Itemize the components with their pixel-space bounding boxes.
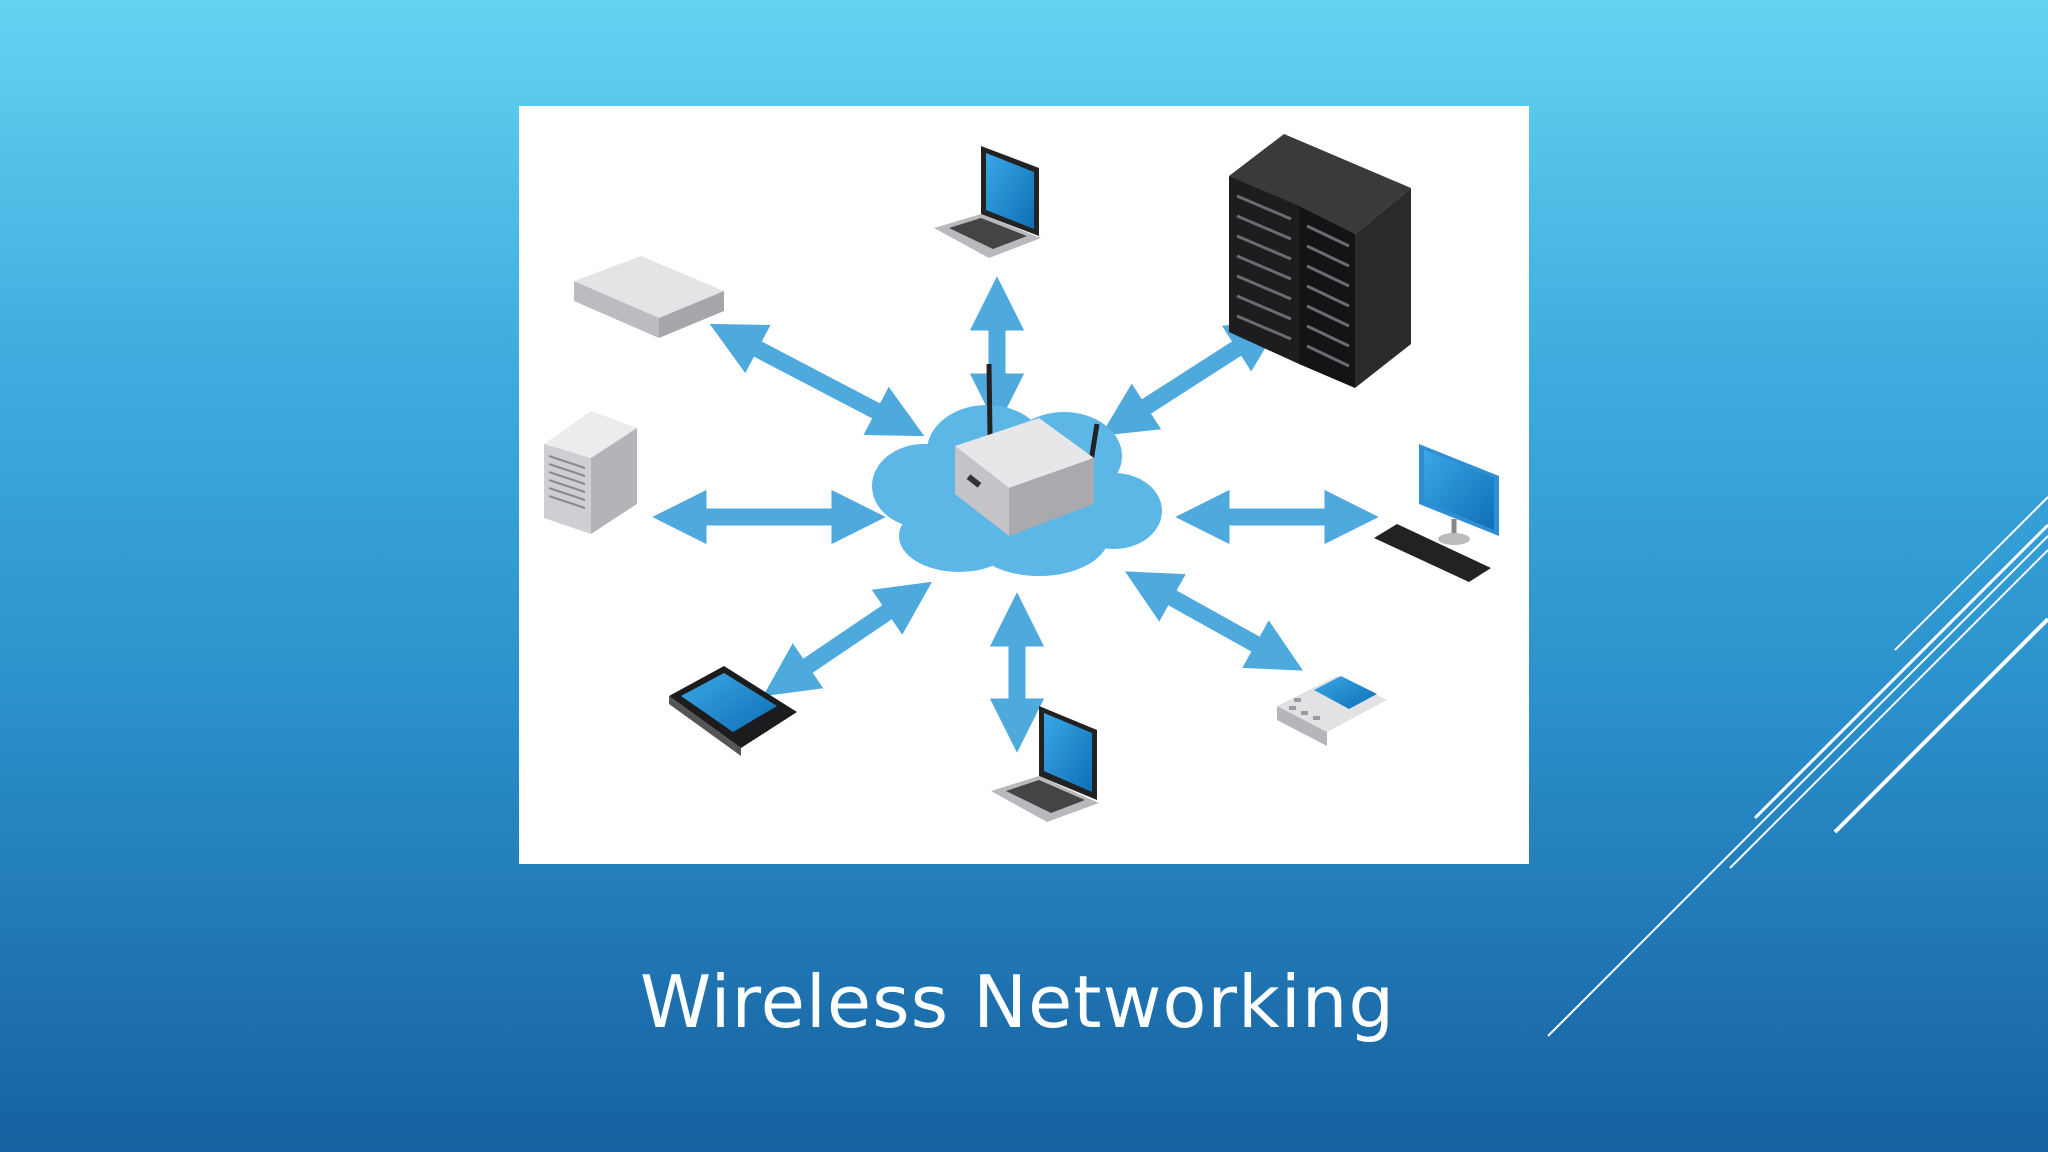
desktop-computer-icon	[1374, 444, 1499, 582]
tablet-icon	[669, 666, 797, 756]
server-rack-icon	[1229, 134, 1411, 388]
switch-icon	[574, 256, 724, 338]
arrow-to-switch	[709, 323, 925, 437]
laptop-icon-bottom	[991, 706, 1099, 822]
tower-server-icon	[544, 411, 637, 534]
arrow-to-phone	[1124, 571, 1304, 671]
network-diagram-image	[519, 106, 1529, 864]
laptop-icon-top	[934, 146, 1041, 258]
network-diagram	[544, 134, 1499, 822]
arrow-to-tablet	[762, 581, 933, 697]
wireless-router-icon	[955, 363, 1100, 536]
arrow-to-server-rack	[1100, 319, 1283, 436]
slide-title: Wireless Networking	[639, 960, 1396, 1044]
mobile-phone-icon	[1277, 676, 1387, 746]
